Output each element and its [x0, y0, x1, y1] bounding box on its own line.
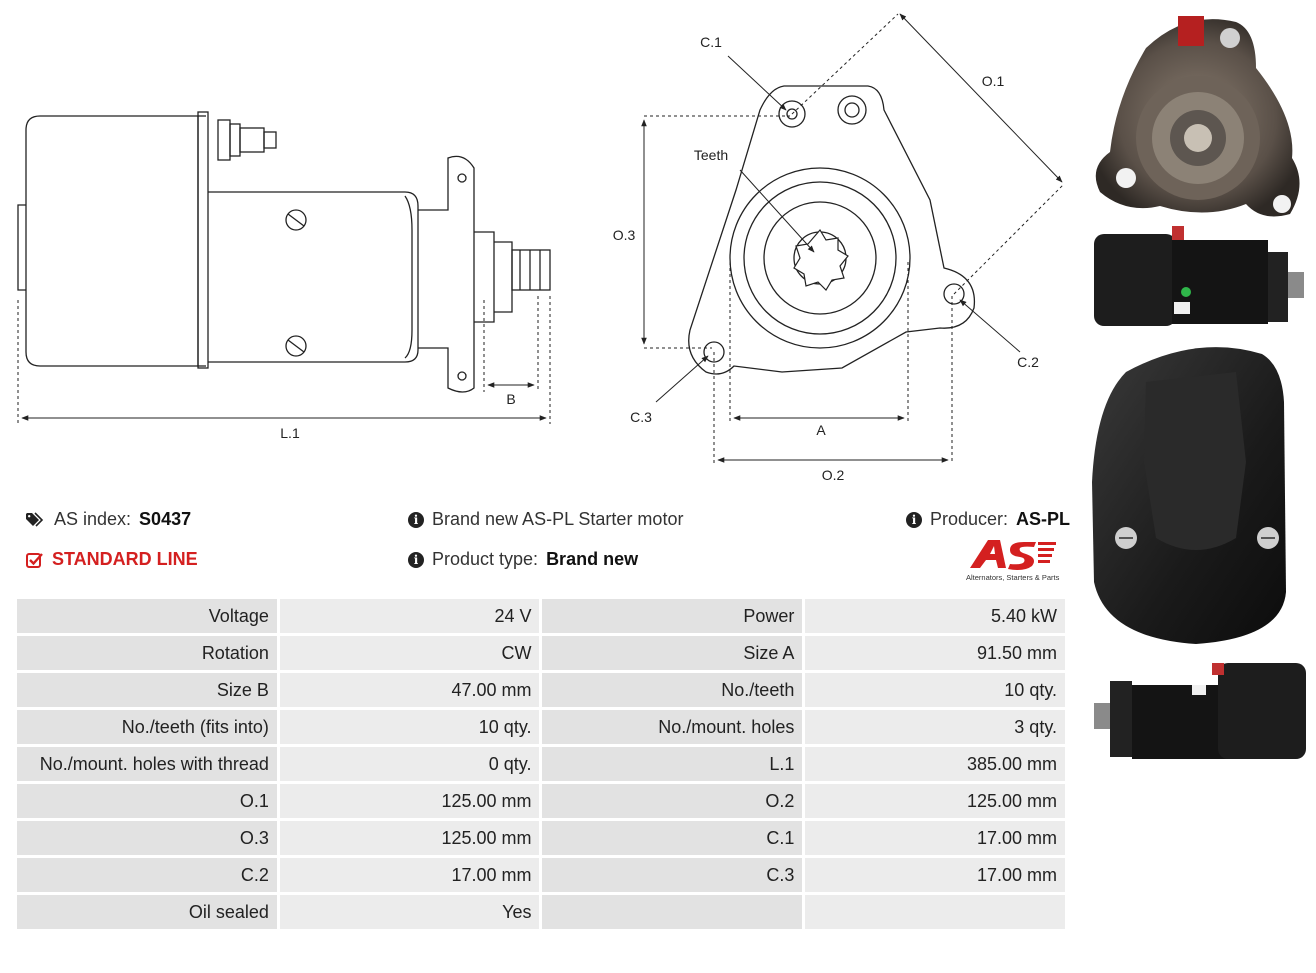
dim-label-a: A: [816, 422, 826, 438]
dim-label-o1: O.1: [982, 73, 1005, 89]
spec-key-cell: [542, 895, 803, 929]
product-photo-front[interactable]: [1086, 8, 1312, 223]
spec-key-cell: L.1: [542, 747, 803, 781]
spec-value-cell: 10 qty.: [805, 673, 1065, 707]
dim-label-l1: L.1: [280, 425, 300, 441]
dim-label-c2: C.2: [1017, 354, 1039, 370]
dim-label-o3: O.3: [613, 227, 636, 243]
technical-drawing: B L.1 C.1 O.1 Teeth O.3 C.2 C: [17, 13, 1065, 483]
product-photo-side-right[interactable]: [1086, 655, 1312, 775]
dim-label-b: B: [506, 391, 515, 407]
producer-value: AS-PL: [1016, 509, 1071, 529]
spec-value-cell: 24 V: [279, 599, 540, 633]
spec-key-cell: Size B: [17, 673, 277, 707]
spec-value-cell: 17.00 mm: [279, 858, 540, 892]
spec-key-cell: C.1: [542, 821, 803, 855]
spec-value-cell: 3 qty.: [805, 710, 1065, 744]
product-type-row: i Product type: Brand new: [408, 549, 638, 570]
spec-value-cell: 125.00 mm: [279, 821, 540, 855]
spec-key-cell: Voltage: [17, 599, 277, 633]
spec-value-cell: CW: [279, 636, 540, 670]
spec-key-cell: Oil sealed: [17, 895, 277, 929]
spec-key-cell: Size A: [542, 636, 803, 670]
spec-value-cell: 125.00 mm: [279, 784, 540, 818]
spec-value-cell: 0 qty.: [279, 747, 540, 781]
spec-value-cell: 5.40 kW: [805, 599, 1065, 633]
info-icon: i: [408, 511, 424, 528]
check-square-icon: [26, 552, 43, 568]
tag-icon: [26, 511, 44, 527]
spec-key-cell: No./mount. holes: [542, 710, 803, 744]
dim-label-c1: C.1: [700, 34, 722, 50]
product-title-row: i Brand new AS-PL Starter motor: [408, 509, 683, 530]
as-pl-logo-mark: [970, 540, 1056, 570]
as-pl-logo: Alternators, Starters & Parts: [966, 538, 1068, 584]
dim-label-teeth: Teeth: [694, 147, 728, 163]
logo-tagline: Alternators, Starters & Parts: [966, 573, 1060, 582]
spec-key-cell: O.3: [17, 821, 277, 855]
spec-key-cell: C.2: [17, 858, 277, 892]
spec-key-cell: Power: [542, 599, 803, 633]
dim-label-o2: O.2: [822, 467, 845, 483]
spec-value-cell: 17.00 mm: [805, 858, 1065, 892]
dim-label-c3: C.3: [630, 409, 652, 425]
product-photo-rear-cover[interactable]: [1086, 342, 1312, 652]
spec-value-cell: 91.50 mm: [805, 636, 1065, 670]
as-index-label: AS index:: [54, 509, 132, 529]
spec-key-cell: No./teeth: [542, 673, 803, 707]
spec-key-cell: O.2: [542, 784, 803, 818]
spec-value-cell: 10 qty.: [279, 710, 540, 744]
table-row: No./teeth (fits into)10 qty.No./mount. h…: [17, 710, 1065, 744]
product-title: Brand new AS-PL Starter motor: [432, 509, 684, 529]
spec-value-cell: 385.00 mm: [805, 747, 1065, 781]
producer-row: i Producer: AS-PL: [906, 509, 1070, 530]
spec-key-cell: No./teeth (fits into): [17, 710, 277, 744]
spec-value-cell: Yes: [279, 895, 540, 929]
side-view-drawing: [17, 111, 551, 393]
standard-line-badge: STANDARD LINE: [26, 549, 198, 570]
spec-key-cell: No./mount. holes with thread: [17, 747, 277, 781]
product-type-label: Product type:: [432, 549, 539, 569]
product-photo-side-left[interactable]: [1086, 222, 1312, 337]
spec-value-cell: 125.00 mm: [805, 784, 1065, 818]
front-view-dimensions: [641, 13, 1065, 464]
standard-line-label: STANDARD LINE: [52, 549, 198, 569]
as-index-row: AS index: S0437: [26, 509, 191, 530]
as-index-value: S0437: [139, 509, 192, 529]
spec-value-cell: 17.00 mm: [805, 821, 1065, 855]
producer-label: Producer:: [930, 509, 1009, 529]
info-icon: i: [408, 551, 424, 568]
side-view-dimensions: [17, 296, 551, 424]
spec-key-cell: O.1: [17, 784, 277, 818]
spec-value-cell: 47.00 mm: [279, 673, 540, 707]
spec-key-cell: Rotation: [17, 636, 277, 670]
product-type-value: Brand new: [546, 549, 639, 569]
info-icon: i: [906, 511, 922, 528]
front-view-drawing: [688, 85, 976, 375]
spec-key-cell: C.3: [542, 858, 803, 892]
spec-value-cell: [805, 895, 1065, 929]
